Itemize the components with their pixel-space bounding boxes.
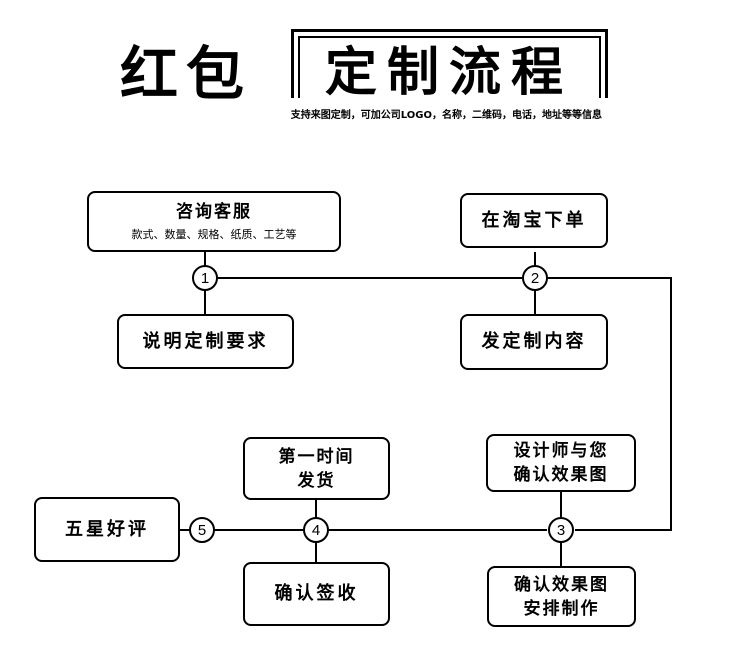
step-designer-line1: 设计师与您 — [513, 441, 609, 461]
step-send-content-box: 发定制内容 — [460, 314, 608, 370]
step-review-box: 五星好评 — [34, 497, 180, 562]
step-ship-box: 第一时间 发货 — [243, 437, 390, 500]
step-node-2: 2 — [522, 265, 548, 291]
title-frame-gap — [286, 98, 616, 125]
step-node-5: 5 — [189, 517, 215, 543]
step-ship-line2: 发货 — [297, 470, 336, 491]
step-produce-box: 确认效果图 安排制作 — [487, 566, 636, 627]
step-receive-label: 确认签收 — [274, 583, 359, 604]
step-produce-line2: 安排制作 — [523, 598, 600, 619]
step-send-content-label: 发定制内容 — [481, 331, 587, 352]
step-explain-label: 说明定制要求 — [142, 330, 269, 352]
step-designer-line2: 确认效果图 — [513, 465, 609, 485]
step-node-3: 3 — [548, 517, 574, 543]
step-order-label: 在淘宝下单 — [481, 209, 587, 231]
step-node-4: 4 — [303, 517, 329, 543]
title-main: 红包 — [120, 40, 253, 108]
step-explain-box: 说明定制要求 — [117, 314, 294, 369]
subtitle: 支持来图定制，可加公司LOGO，名称，二维码，电话，地址等等信息 — [290, 110, 602, 121]
step-ship-line1: 第一时间 — [278, 446, 355, 467]
step-consult-title: 咨询客服 — [176, 201, 252, 222]
step-consult-box: 咨询客服 款式、数量、规格、纸质、工艺等 — [87, 191, 341, 252]
step-node-1: 1 — [192, 265, 218, 291]
title-framed: 定制流程 — [324, 42, 573, 103]
step-produce-line1: 确认效果图 — [514, 574, 609, 595]
step-review-label: 五星好评 — [65, 518, 149, 540]
step-designer-box: 设计师与您 确认效果图 — [486, 434, 636, 492]
step-order-box: 在淘宝下单 — [460, 193, 608, 248]
step-consult-detail: 款式、数量、规格、纸质、工艺等 — [131, 227, 297, 241]
connector-2-to-3 — [548, 277, 672, 531]
step-receive-box: 确认签收 — [243, 562, 390, 626]
